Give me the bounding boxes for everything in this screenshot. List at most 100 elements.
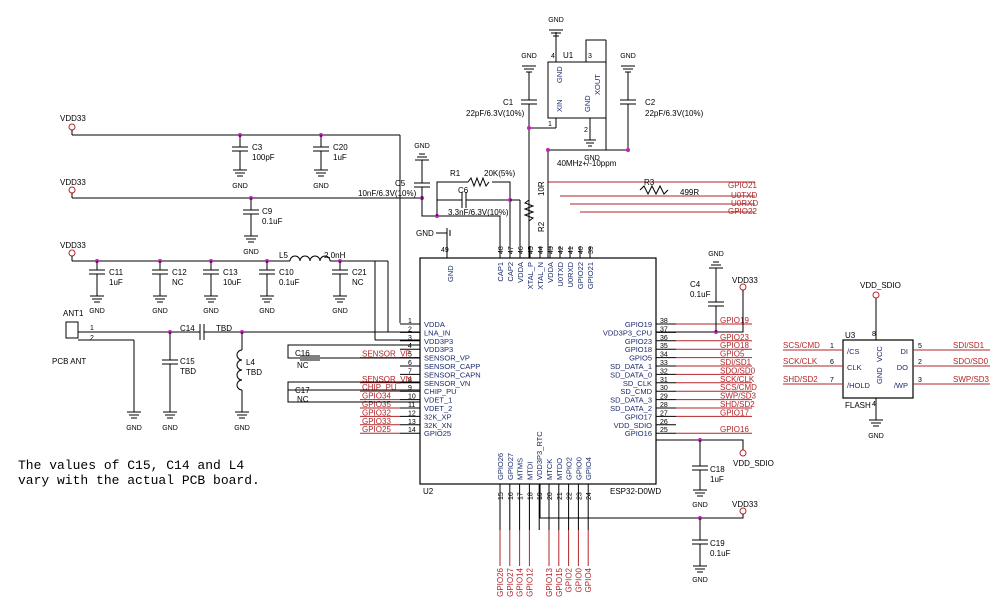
- svg-text:GND: GND: [583, 95, 592, 112]
- svg-text:CLK: CLK: [847, 363, 862, 372]
- svg-text:/WP: /WP: [894, 381, 908, 390]
- u2-pin-22-num: 22: [567, 492, 574, 500]
- vdd33-rail-1: VDD33: [60, 114, 401, 323]
- u2-pin-44-num: 44: [538, 246, 545, 254]
- rail3-c12-gnd: GND: [152, 308, 168, 315]
- u2-body: [419, 257, 657, 485]
- svg-text:VDD_SDIO: VDD_SDIO: [860, 281, 901, 290]
- svg-text:3: 3: [588, 53, 592, 60]
- u2-pin-42-name: U0TXD: [556, 261, 565, 286]
- u2-pin-26-name: VDD_SDIO: [614, 421, 653, 430]
- svg-text:SCS/CMD: SCS/CMD: [783, 341, 820, 350]
- net-right-2: GPIO18: [720, 341, 749, 350]
- svg-text:4: 4: [872, 401, 876, 408]
- svg-text:SDI/SD1: SDI/SD1: [953, 341, 985, 350]
- u2-pin-32-num: 32: [660, 368, 668, 375]
- net-right-8: SWP/SD3: [720, 392, 757, 401]
- net-left-4: GPIO35: [362, 400, 391, 409]
- u2-pin-13-name: 32K_XN: [424, 421, 452, 430]
- u2-pin-8-name: SENSOR_VN: [424, 379, 470, 388]
- u2-pin-20-name: MTCK: [545, 459, 554, 480]
- u2-pin-41-name: U0RXD: [566, 261, 575, 287]
- svg-text:ANT1: ANT1: [63, 309, 84, 318]
- svg-text:L5: L5: [279, 251, 288, 260]
- u2-pin-37-num: 37: [660, 326, 668, 333]
- u2-pin-1-name: VDDA: [424, 320, 445, 329]
- u2-pin-27-num: 27: [660, 410, 668, 417]
- u2-pin-21-num: 21: [557, 492, 564, 500]
- net-left-3: GPIO34: [362, 392, 391, 401]
- svg-text:10nF/6.3V(10%): 10nF/6.3V(10%): [358, 189, 417, 198]
- svg-text:C18: C18: [710, 465, 725, 474]
- u2-pin-33-name: SD_DATA_1: [610, 362, 652, 371]
- u2-pin-7-name: SENSOR_CAPN: [424, 370, 481, 379]
- net-right-3: GPIO5: [720, 350, 745, 359]
- svg-text:C6: C6: [458, 186, 469, 195]
- svg-text:GND: GND: [521, 53, 537, 60]
- svg-text:1uF: 1uF: [710, 475, 724, 484]
- svg-text:C1: C1: [503, 98, 514, 107]
- antenna-section: ANT1 PCB ANT 1 2 GND C14 TBD C15 TBD GND: [52, 309, 420, 432]
- u2-pin-33-num: 33: [660, 360, 668, 367]
- l4-inductor: [236, 349, 243, 391]
- u2-pin-3-num: 3: [408, 335, 412, 342]
- u2-pin-14-num: 14: [408, 427, 416, 434]
- svg-text:GND: GND: [708, 251, 724, 258]
- svg-text:C15: C15: [180, 357, 195, 366]
- u2-pin-37-name: VDD3P3_CPU: [603, 328, 652, 337]
- u2-pin-2-num: 2: [408, 326, 412, 333]
- u2-pin-34-name: GPIO5: [629, 354, 652, 363]
- u2-pin-48-num: 48: [498, 246, 505, 254]
- u2-pin-11-name: VDET_2: [424, 404, 452, 413]
- u2-pin-4-num: 4: [408, 343, 412, 350]
- u2-pin-11-num: 11: [408, 402, 415, 409]
- svg-text:GND: GND: [313, 183, 329, 190]
- u2-pin-9-num: 9: [408, 385, 412, 392]
- net-bottom-8: GPIO4: [584, 567, 593, 592]
- svg-text:2: 2: [90, 335, 94, 342]
- net-bottom-3: GPIO12: [525, 567, 534, 596]
- svg-text:3: 3: [918, 377, 922, 384]
- svg-text:3.3nF/6.3V(10%): 3.3nF/6.3V(10%): [448, 208, 509, 217]
- u2-pin-23-num: 23: [576, 492, 583, 500]
- u2-pin-2-name: LNA_IN: [424, 328, 450, 337]
- u2-pin-23-name: GPIO0: [574, 457, 583, 480]
- u2-pin-24-num: 24: [586, 492, 593, 500]
- u1-frequency: 40MHz+/-10ppm: [557, 159, 617, 168]
- svg-text:NC: NC: [297, 395, 309, 404]
- u2-pin-40-name: GPIO22: [576, 262, 585, 289]
- u2-pin-19-num: 19: [537, 492, 544, 500]
- u2-pin-31-name: SD_CLK: [623, 379, 652, 388]
- u2-pin-45-num: 45: [528, 246, 535, 254]
- u2-pin-42-num: 42: [558, 246, 565, 254]
- svg-text:C17: C17: [295, 386, 310, 395]
- svg-text:FLASH: FLASH: [845, 401, 871, 410]
- rail3-c21-value: NC: [352, 278, 364, 287]
- u2-pin-5-num: 5: [408, 352, 412, 359]
- svg-text:2: 2: [584, 127, 588, 134]
- u2-pin-9-name: CHIP_PU: [424, 387, 457, 396]
- u2-top-pins: 48CAP147CAP246VDDA45XTAL_P44XTAL_N43VDDA…: [496, 246, 595, 290]
- rail3-c12-value: NC: [172, 278, 184, 287]
- u2-right-pins: 38GPIO1937VDD3P3_CPU36GPIO2335GPIO1834GP…: [603, 318, 676, 438]
- u2-pin-14-name: GPIO25: [424, 429, 451, 438]
- svg-text:GND: GND: [548, 17, 564, 24]
- u2-pin-15-num: 15: [498, 492, 505, 500]
- u2-pin-6-name: SENSOR_CAPP: [424, 362, 480, 371]
- net-left-7: GPIO25: [362, 425, 391, 434]
- net-right-5: SDO/SD0: [720, 366, 756, 375]
- svg-text:GND: GND: [234, 425, 250, 432]
- svg-text:0.1uF: 0.1uF: [710, 549, 731, 558]
- u1-crystal: U1 GND XIN GND XOUT 4 GND 3 1 2 GND 40MH…: [547, 17, 617, 168]
- svg-text:GND: GND: [875, 367, 884, 384]
- svg-text:GND: GND: [620, 53, 636, 60]
- u2-pin-39-num: 39: [588, 246, 595, 254]
- u2-pin-43-num: 43: [548, 246, 555, 254]
- u2-pin-39-name: GPIO21: [586, 262, 595, 289]
- svg-text:2: 2: [918, 359, 922, 366]
- u2-pin-19-name: VDD3P3_RTC: [535, 431, 544, 480]
- svg-text:/HOLD: /HOLD: [847, 381, 871, 390]
- svg-text:7: 7: [830, 377, 834, 384]
